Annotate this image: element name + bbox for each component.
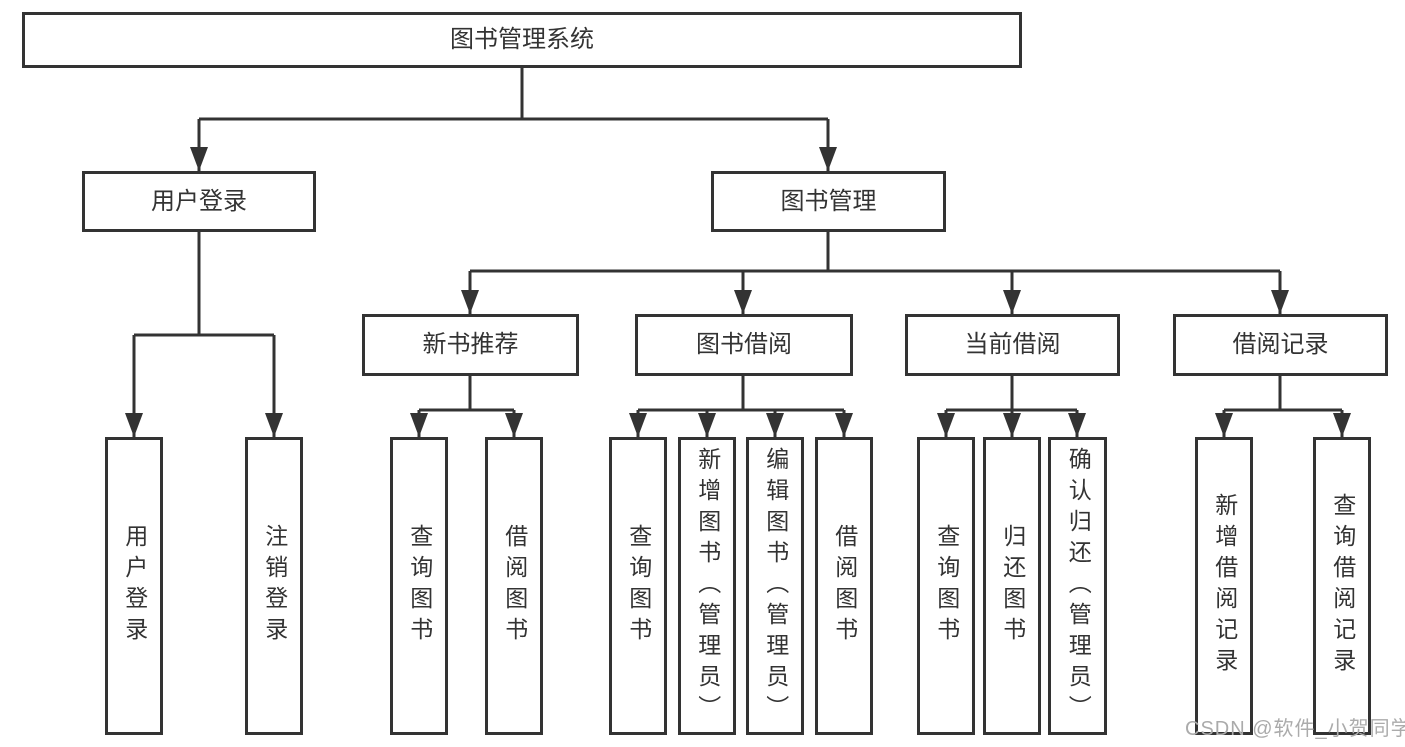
node-label: 用户登录 bbox=[151, 187, 247, 215]
node-label: 用户登录 bbox=[121, 524, 148, 648]
node-label: 图书借阅 bbox=[696, 331, 792, 358]
leaf-logout: 注销登录 bbox=[245, 437, 303, 735]
leaf-add-borrow-record: 新增借阅记录 bbox=[1195, 437, 1253, 735]
node-label: 新增图书（管理员） bbox=[694, 446, 721, 726]
leaf-add-books-admin: 新增图书（管理员） bbox=[678, 437, 736, 735]
node-label: 查询借阅记录 bbox=[1329, 493, 1356, 679]
node-label: 当前借阅 bbox=[964, 331, 1061, 358]
leaf-query-books: 查询图书 bbox=[609, 437, 667, 735]
node-label: 编辑图书（管理员） bbox=[762, 446, 789, 726]
node-label: 新书推荐 bbox=[422, 331, 519, 358]
node-label: 图书管理 bbox=[780, 187, 877, 215]
leaf-edit-books-admin: 编辑图书（管理员） bbox=[746, 437, 804, 735]
node-book-borrowing: 图书借阅 bbox=[635, 314, 853, 376]
leaf-query-books: 查询图书 bbox=[390, 437, 448, 735]
node-label: 新增借阅记录 bbox=[1211, 493, 1238, 679]
csdn-watermark: CSDN @软件_小贺同学 bbox=[1185, 718, 1405, 740]
node-label: 注销登录 bbox=[261, 524, 288, 648]
node-borrowing-records: 借阅记录 bbox=[1173, 314, 1388, 376]
node-label: 查询图书 bbox=[406, 524, 433, 648]
node-label: 图书管理系统 bbox=[450, 26, 594, 53]
node-current-borrowing: 当前借阅 bbox=[905, 314, 1120, 376]
node-book-management: 图书管理 bbox=[711, 171, 946, 232]
leaf-user-login: 用户登录 bbox=[105, 437, 163, 735]
node-library-management-system: 图书管理系统 bbox=[22, 12, 1022, 68]
leaf-query-borrow-record: 查询借阅记录 bbox=[1313, 437, 1371, 735]
connector-arrows bbox=[125, 119, 1351, 437]
leaf-borrow-books: 借阅图书 bbox=[485, 437, 543, 735]
node-label: 查询图书 bbox=[625, 524, 652, 648]
node-label: 借阅图书 bbox=[831, 524, 858, 648]
node-label: 借阅记录 bbox=[1232, 331, 1329, 358]
node-label: 借阅图书 bbox=[501, 524, 528, 648]
node-user-login: 用户登录 bbox=[82, 171, 316, 232]
leaf-borrow-books: 借阅图书 bbox=[815, 437, 873, 735]
node-label: 查询图书 bbox=[933, 524, 960, 648]
node-label: 归还图书 bbox=[999, 524, 1026, 648]
leaf-query-books: 查询图书 bbox=[917, 437, 975, 735]
leaf-return-books: 归还图书 bbox=[983, 437, 1041, 735]
leaf-confirm-return-admin: 确认归还（管理员） bbox=[1048, 437, 1107, 735]
connector-spines bbox=[134, 68, 1342, 412]
node-new-book-recommendation: 新书推荐 bbox=[362, 314, 579, 376]
node-label: 确认归还（管理员） bbox=[1065, 446, 1092, 726]
